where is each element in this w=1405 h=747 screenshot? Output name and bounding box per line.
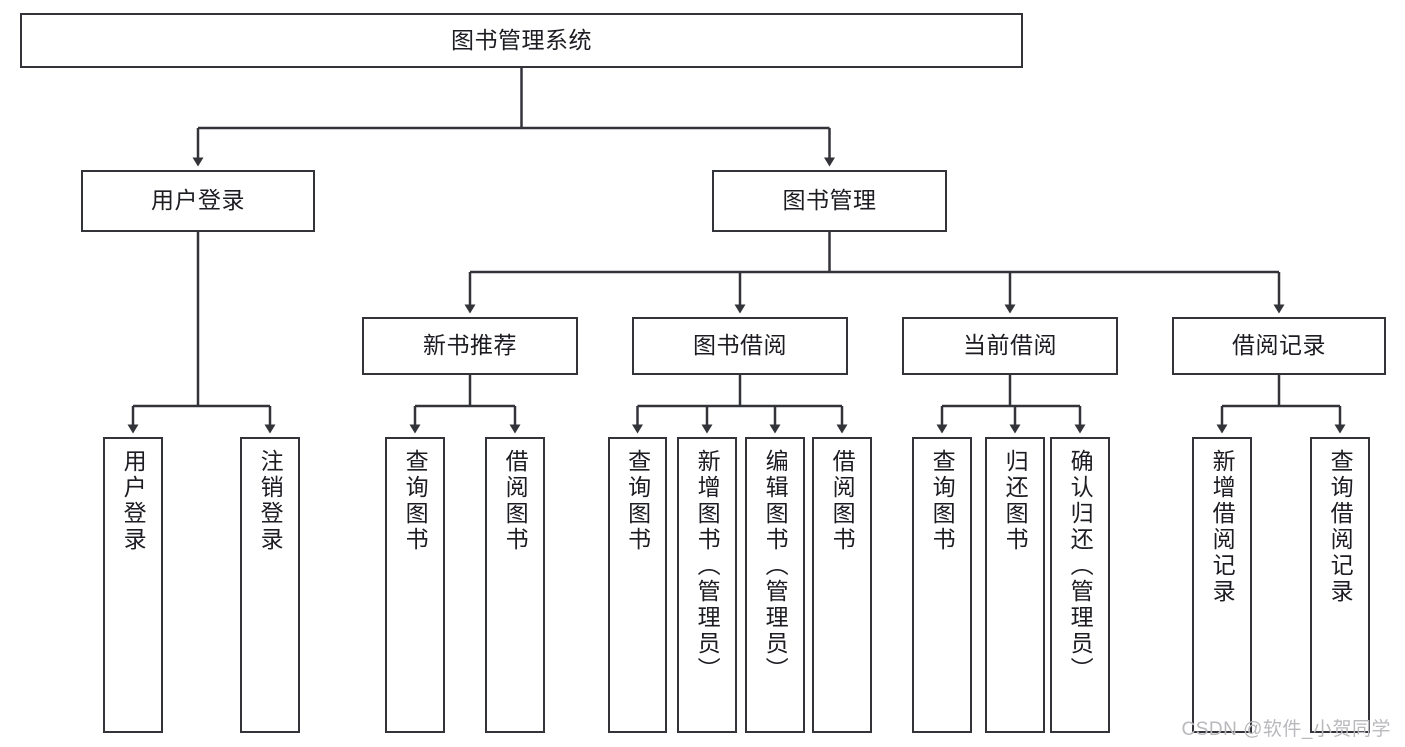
node-leaf-12[interactable]: 新增借阅记录 (1192, 437, 1252, 733)
node-records[interactable]: 借阅记录 (1172, 317, 1386, 375)
node-label: 注销登录 (257, 449, 284, 553)
node-newbook[interactable]: 新书推荐 (362, 317, 578, 375)
node-label: 新增借阅记录 (1209, 449, 1236, 605)
node-label: 借阅记录 (1232, 332, 1326, 359)
node-leaf-3[interactable]: 查询图书 (385, 437, 445, 733)
node-leaf-6[interactable]: 新增图书（管理员） (677, 437, 737, 733)
node-root[interactable]: 图书管理系统 (20, 13, 1023, 68)
node-label: 查询图书 (402, 449, 429, 553)
node-leaf-2[interactable]: 注销登录 (240, 437, 300, 733)
node-bookmgmt[interactable]: 图书管理 (712, 170, 947, 232)
node-leaf-13[interactable]: 查询借阅记录 (1310, 437, 1370, 733)
node-label: 借阅图书 (829, 449, 856, 553)
node-label: 图书借阅 (693, 332, 787, 359)
node-label: 用户登录 (151, 187, 245, 214)
node-leaf-1[interactable]: 用户登录 (103, 437, 163, 733)
node-current[interactable]: 当前借阅 (902, 317, 1118, 375)
node-label: 图书管理 (782, 187, 877, 214)
node-leaf-11[interactable]: 确认归还（管理员） (1050, 437, 1110, 733)
node-label: 查询图书 (929, 449, 956, 553)
node-leaf-7[interactable]: 编辑图书（管理员） (745, 437, 805, 733)
node-label: 新书推荐 (423, 332, 517, 359)
node-label: 图书管理系统 (451, 26, 592, 53)
node-label: 查询借阅记录 (1327, 449, 1354, 605)
node-label: 查询图书 (624, 449, 651, 553)
watermark-text: CSDN @软件_小贺同学 (1181, 719, 1391, 740)
node-label: 编辑图书（管理员） (762, 449, 789, 683)
node-leaf-8[interactable]: 借阅图书 (812, 437, 872, 733)
node-label: 借阅图书 (502, 449, 529, 553)
node-label: 用户登录 (120, 449, 147, 553)
node-label: 新增图书（管理员） (694, 449, 721, 683)
node-label: 确认归还（管理员） (1067, 449, 1094, 683)
node-leaf-10[interactable]: 归还图书 (985, 437, 1045, 733)
node-login[interactable]: 用户登录 (81, 170, 315, 232)
node-leaf-4[interactable]: 借阅图书 (485, 437, 545, 733)
node-leaf-5[interactable]: 查询图书 (608, 437, 667, 733)
node-label: 当前借阅 (963, 332, 1057, 359)
node-borrow[interactable]: 图书借阅 (632, 317, 848, 375)
node-label: 归还图书 (1002, 449, 1029, 553)
node-leaf-9[interactable]: 查询图书 (912, 437, 972, 733)
